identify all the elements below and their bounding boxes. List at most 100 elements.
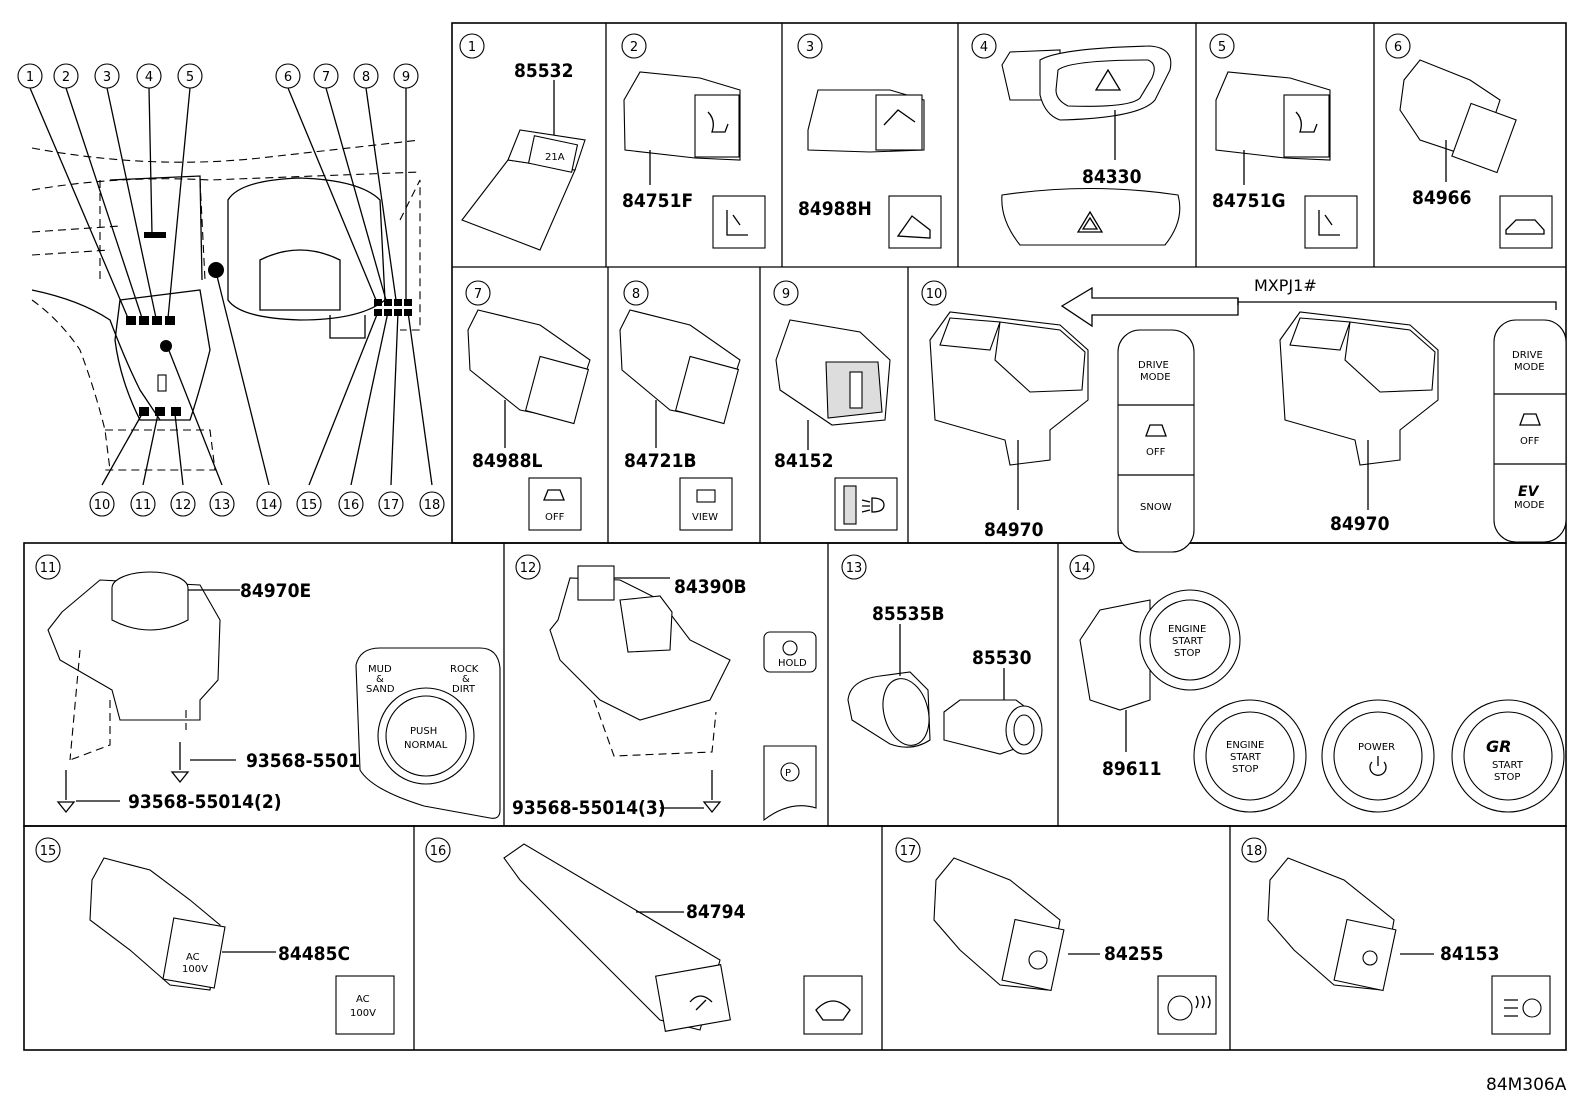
cell-callout-1: 1	[459, 33, 485, 59]
overview-callout-12-label: 12	[175, 498, 192, 513]
overview-callout-6: 6	[275, 63, 301, 89]
cell15-icon-100v: 100V	[350, 1008, 376, 1019]
part-number-84390B: 84390B	[674, 576, 747, 598]
overview-callout-13: 13	[209, 491, 235, 517]
overview-callout-11-label: 11	[135, 498, 152, 513]
part-sketch-84970E: MUD & SAND ROCK & DIRT PUSH NORMAL	[47, 571, 501, 819]
cell-callout-15-label: 15	[40, 844, 57, 859]
cell-callout-3: 3	[797, 33, 823, 59]
btn-c-gr: GR	[1486, 737, 1511, 756]
cell-callout-14: 14	[1069, 554, 1095, 580]
cell-callout-7: 7	[465, 280, 491, 306]
svg-text:P: P	[785, 768, 791, 779]
part-sketch-84751F	[623, 71, 766, 249]
dial-amp2: &	[462, 674, 470, 685]
part-sketch-89611: ENGINE START STOP ENGINE START STOP POWE…	[1079, 589, 1565, 813]
part-number-84970-b: 84970	[1330, 513, 1390, 535]
overview-callout-5-label: 5	[186, 70, 194, 85]
part-number-84330: 84330	[1082, 166, 1142, 188]
part-sketch-84721B: VIEW	[619, 309, 741, 531]
cell-callout-6: 6	[1385, 33, 1411, 59]
panel-b-off: OFF	[1520, 436, 1540, 447]
overview-callout-9-label: 9	[402, 70, 410, 85]
cell-callout-5: 5	[1209, 33, 1235, 59]
cell-callout-9-label: 9	[782, 287, 790, 302]
part-sketch-84485C: AC 100V AC 100V	[89, 857, 395, 1035]
cell-callout-4-label: 4	[980, 40, 988, 55]
dial-rock: ROCK	[450, 664, 479, 675]
part-number-84970E: 84970E	[240, 580, 311, 602]
overview-callout-10-label: 10	[94, 498, 111, 513]
panel-b-drive: DRIVE	[1512, 350, 1543, 361]
dial-sand: SAND	[366, 684, 395, 695]
overview-callout-5: 5	[177, 63, 203, 89]
cell-callout-7-label: 7	[474, 287, 482, 302]
overview-callout-3: 3	[94, 63, 120, 89]
overview-callout-4: 4	[136, 63, 162, 89]
overview-callout-14: 14	[256, 491, 282, 517]
overview-callout-14-label: 14	[261, 498, 278, 513]
start-button-power: POWER	[1321, 699, 1435, 813]
cell-callout-12: 12	[515, 554, 541, 580]
part-number-84970-a: 84970	[984, 519, 1044, 541]
cell1-icon-label: 21A	[545, 152, 565, 163]
part-sketch-84751G	[1215, 71, 1358, 249]
panel-b-mode: MODE	[1514, 362, 1545, 373]
overview-callout-18: 18	[419, 491, 445, 517]
part-number-84966: 84966	[1412, 187, 1471, 209]
overview-callout-2-label: 2	[62, 70, 70, 85]
part-sketch-84153	[1267, 857, 1551, 1035]
cell-callout-15: 15	[35, 837, 61, 863]
dial-dirt: DIRT	[452, 684, 476, 695]
part-number-84255: 84255	[1104, 943, 1163, 965]
overview-callout-7-label: 7	[322, 70, 330, 85]
btn-c-stop: STOP	[1494, 772, 1520, 783]
panel-a-off: OFF	[1146, 447, 1166, 458]
dial-push: PUSH	[410, 726, 437, 737]
overview-callout-9: 9	[393, 63, 419, 89]
cell-callout-13-label: 13	[846, 561, 863, 576]
cell-callout-16: 16	[425, 837, 451, 863]
cell-callout-8-label: 8	[632, 287, 640, 302]
panel-b-ev: EV	[1518, 484, 1540, 500]
btn-a-start: START	[1230, 752, 1262, 763]
btn14-start: START	[1172, 636, 1204, 647]
overview-callout-10: 10	[89, 491, 115, 517]
panel-a-drive: DRIVE	[1138, 360, 1169, 371]
cell-callout-8: 8	[623, 280, 649, 306]
overview-callout-8: 8	[353, 63, 379, 89]
cell-callout-13: 13	[841, 554, 867, 580]
overview-callout-12: 12	[170, 491, 196, 517]
cell-callout-5-label: 5	[1218, 40, 1226, 55]
btn14-engine: ENGINE	[1168, 624, 1206, 635]
cell15-ac: AC	[186, 952, 200, 963]
grid-frame	[23, 22, 1567, 1051]
btn-a-engine: ENGINE	[1226, 740, 1264, 751]
cell15-100v: 100V	[182, 964, 208, 975]
cell-callout-4: 4	[971, 33, 997, 59]
part-number-85532: 85532	[514, 60, 573, 82]
part-number-84988H: 84988H	[798, 198, 872, 220]
overview-callout-11: 11	[130, 491, 156, 517]
dial-mud: MUD	[368, 664, 392, 675]
btn-b-power: POWER	[1358, 742, 1395, 753]
variant-label: MXPJ1#	[1254, 276, 1317, 295]
part-sketch-84390B: HOLD P	[549, 565, 817, 822]
diagram-code: 84M306A	[1486, 1075, 1567, 1095]
cell-callout-11-label: 11	[40, 561, 57, 576]
part-number-93568-55014: 93568-55014	[246, 750, 372, 772]
cell-callout-10: 10	[921, 280, 947, 306]
cell-callout-17: 17	[895, 837, 921, 863]
overview-callout-6-label: 6	[284, 70, 292, 85]
cell15-icon-ac: AC	[356, 994, 370, 1005]
part-sketch-85535B-85530	[847, 624, 1043, 755]
cell-callout-17-label: 17	[900, 844, 917, 859]
part-number-84485C: 84485C	[278, 943, 350, 965]
cell-callout-18: 18	[1241, 837, 1267, 863]
panel-a-snow: SNOW	[1140, 502, 1172, 513]
btn-a-stop: STOP	[1232, 764, 1258, 775]
btn-c-start: START	[1492, 760, 1524, 771]
part-number-93568-55014-x3: 93568-55014(3)	[512, 797, 666, 819]
overview-callout-3-label: 3	[103, 70, 111, 85]
part-sketch-84255	[933, 857, 1217, 1035]
